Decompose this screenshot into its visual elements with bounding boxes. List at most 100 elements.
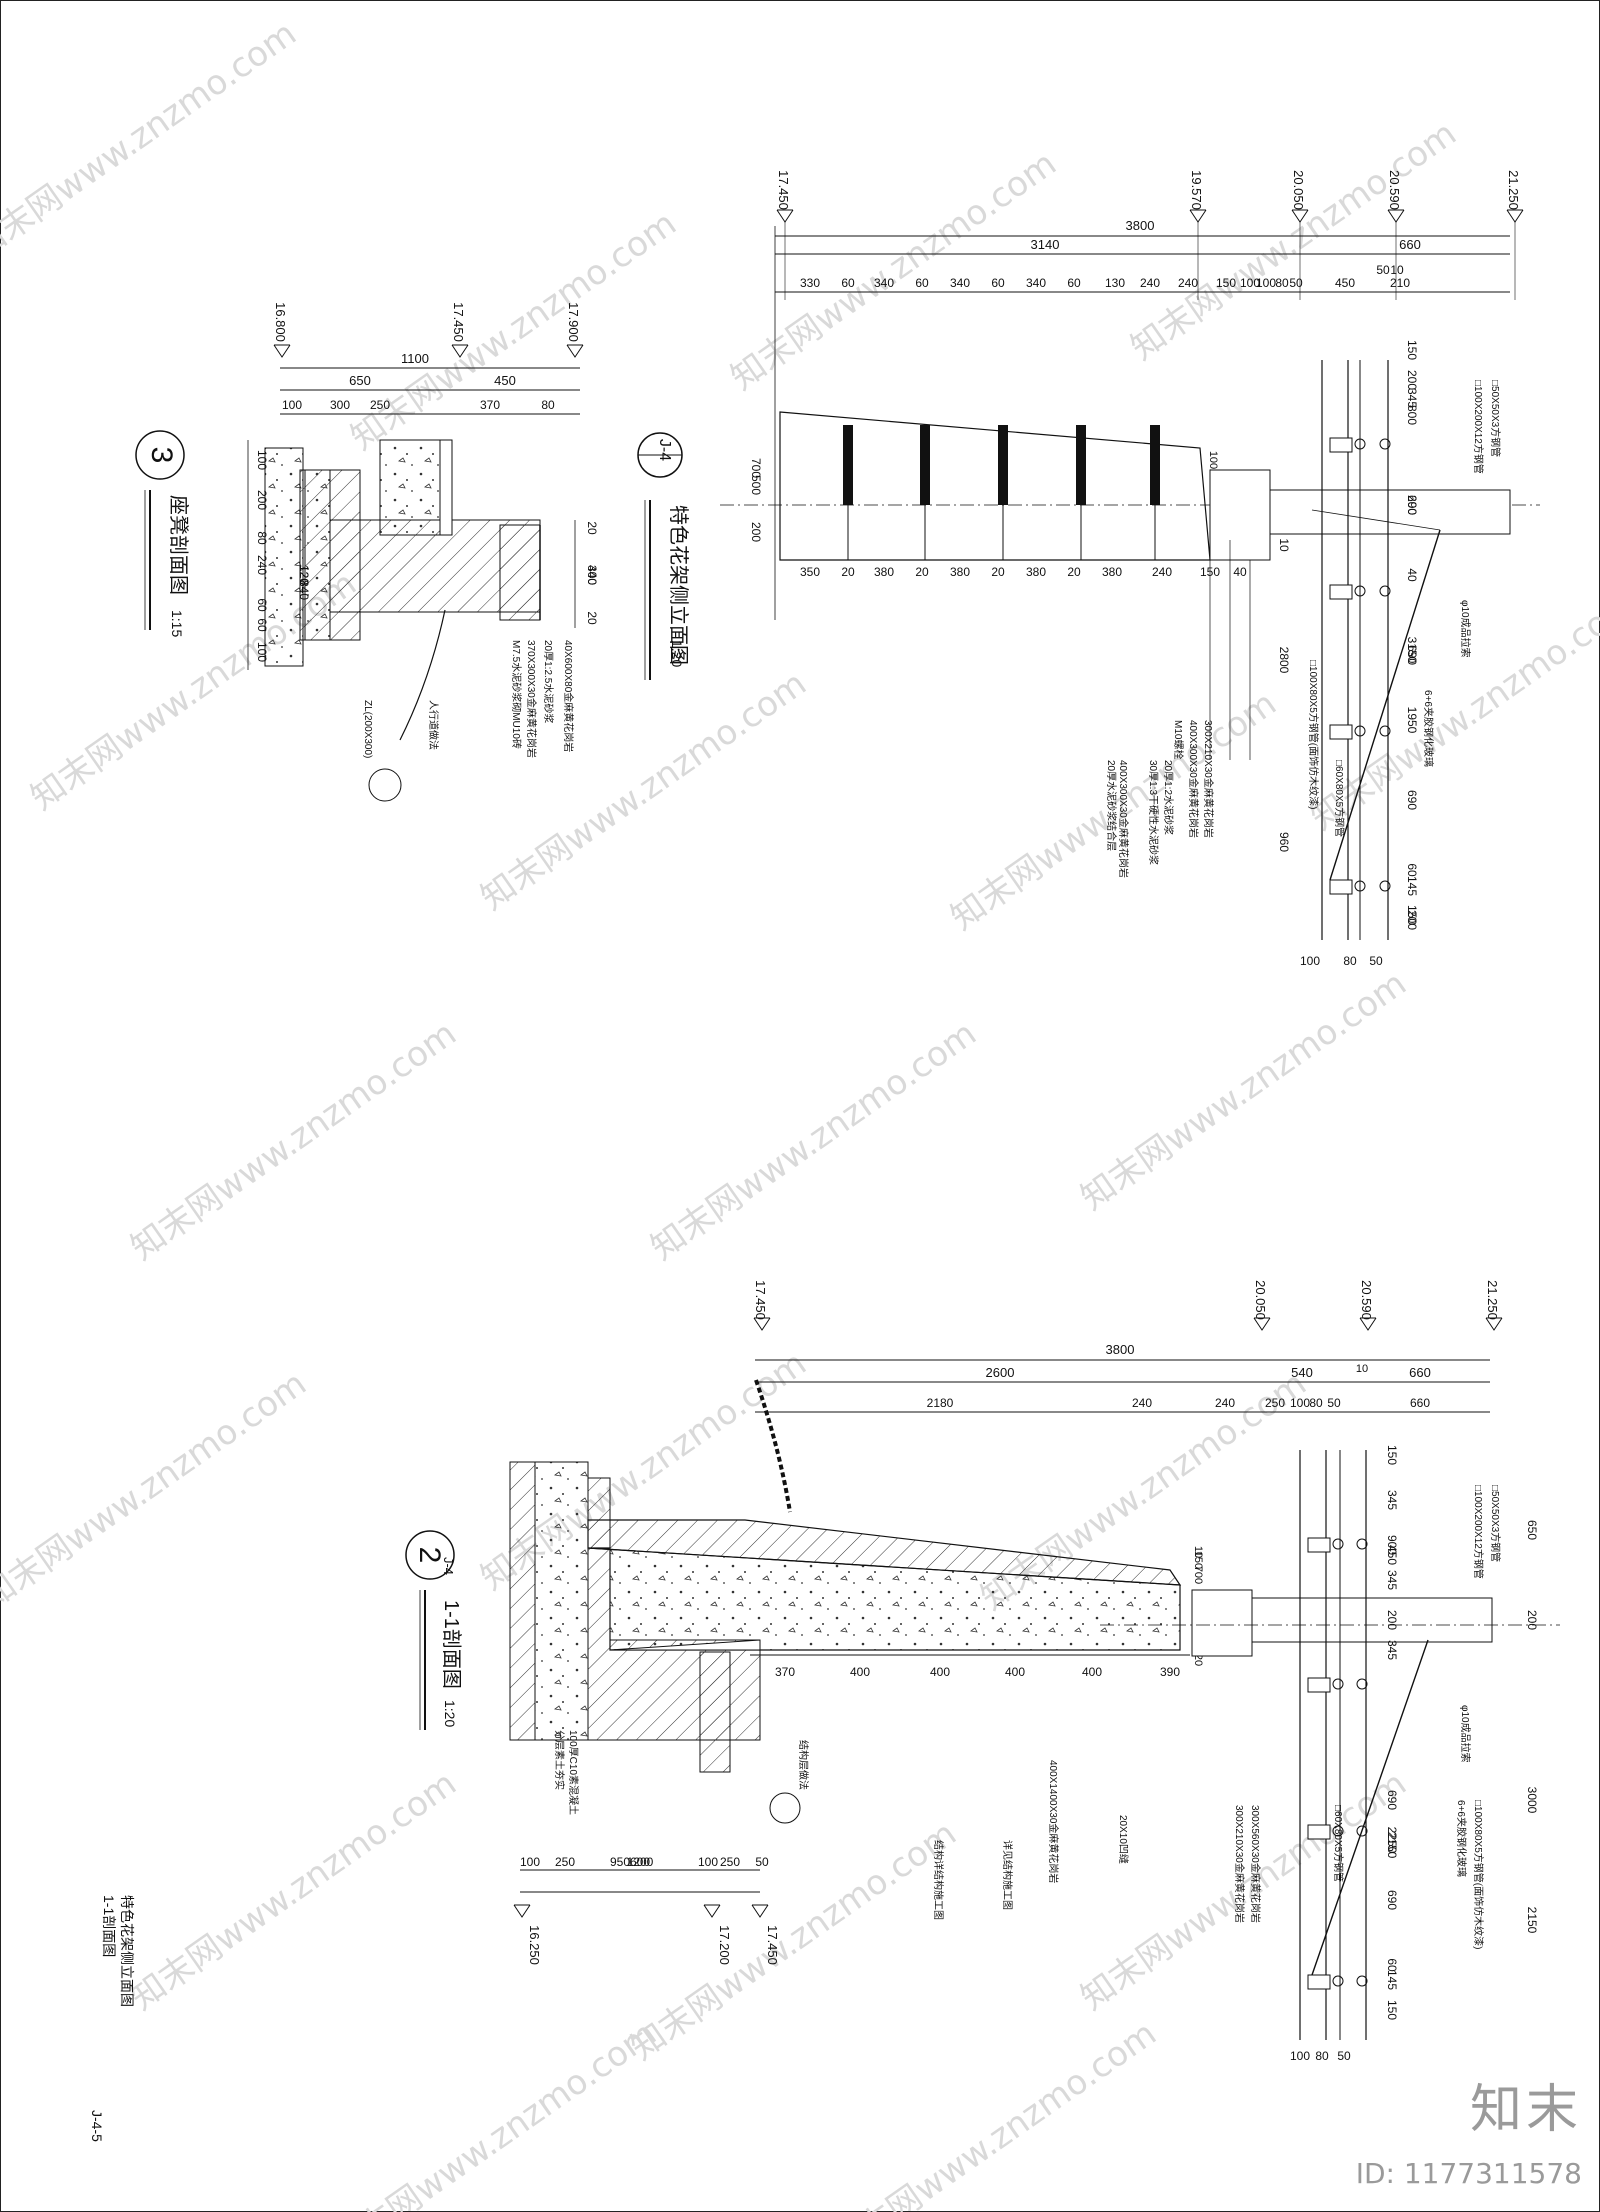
dim-value: 380 xyxy=(1102,565,1122,579)
dim-value: 450 xyxy=(1335,276,1355,290)
elevation-mark: 21.250 xyxy=(1506,170,1521,210)
dim-value: 400 xyxy=(1005,1665,1025,1679)
dim-value: 200 xyxy=(1405,370,1419,390)
dim-value: 240 xyxy=(1152,565,1172,579)
dim-value: 60 xyxy=(991,276,1005,290)
dim-value: 2250 xyxy=(1385,1827,1399,1854)
dim-value: 950 xyxy=(610,1855,630,1869)
note-label: M7.5水泥砂浆砌MU10砖 xyxy=(510,640,523,749)
steel-beam xyxy=(1251,1597,1493,1643)
detail-ref-circle xyxy=(769,1792,801,1824)
dim-value: 200 xyxy=(255,490,269,510)
dim-value: 330 xyxy=(800,276,820,290)
dim-value: 20 xyxy=(915,565,929,579)
note-label: 20X10凹缝 xyxy=(1117,1815,1130,1864)
dim-value: 10 xyxy=(1277,538,1291,552)
dim-value: 660 xyxy=(1399,237,1421,252)
view-number-circle xyxy=(405,1530,455,1580)
dim-value: 300 xyxy=(330,398,350,412)
dim-value: 40 xyxy=(1233,565,1247,579)
dim-value: 840 xyxy=(297,580,311,600)
dim-value: 20 xyxy=(585,611,599,625)
dim-value: 80 xyxy=(1315,2049,1329,2063)
dim-value: 150 xyxy=(1385,1445,1399,1465)
brand-id: ID: 1177311578 xyxy=(1355,2157,1582,2190)
dim-value: 60 xyxy=(1067,276,1081,290)
dim-value: 650 xyxy=(349,373,371,388)
dim-value: 200 xyxy=(1405,910,1419,930)
dim-value: 150 xyxy=(1405,905,1419,925)
dim-value: 1100 xyxy=(401,351,429,366)
elevation-mark: 21.250 xyxy=(1485,1280,1500,1320)
note-label: 400X1400X30金麻黄花岗岩 xyxy=(1047,1760,1060,1883)
wood-slat xyxy=(843,425,853,505)
dim-value: 150 xyxy=(1192,1551,1204,1569)
view-tag: J-4 xyxy=(656,439,673,461)
glass-clamp xyxy=(1307,1537,1331,1553)
glass-clamp xyxy=(1329,437,1353,453)
note-label: □100X200X12方钢管 xyxy=(1472,1485,1485,1579)
dim-value: 120 xyxy=(297,565,311,585)
dim-value: 60 xyxy=(915,276,929,290)
elevation-mark: 19.570 xyxy=(1189,170,1204,210)
dim-value: 1950 xyxy=(1405,707,1419,734)
dim-value: 380 xyxy=(1026,565,1046,579)
elevation-mark: 20.590 xyxy=(1359,1280,1374,1320)
dim-value: 200 xyxy=(1405,495,1419,515)
tension-cable xyxy=(1329,529,1441,881)
dim-value: 50 xyxy=(1337,2049,1351,2063)
dim-value: 50 xyxy=(1327,1396,1341,1410)
dim-value: 3800 xyxy=(1126,218,1155,233)
view-number-circle xyxy=(135,430,185,480)
dim-value: 100 xyxy=(255,642,269,662)
dim-value: 345 xyxy=(1385,1490,1399,1510)
dim-value: 80 xyxy=(1343,954,1357,968)
dim-value: 250 xyxy=(370,398,390,412)
glass-clamp xyxy=(1329,879,1353,895)
dim-value: 100 xyxy=(1207,451,1219,469)
note-label: □100X80X5方钢管(面饰仿木纹漆) xyxy=(1307,660,1320,809)
sheet-caption-2: 1-1剖面图 xyxy=(101,1895,117,1957)
dim-value: 100 xyxy=(255,450,269,470)
dim-value: 400 xyxy=(930,1665,950,1679)
dim-value: 200 xyxy=(1525,1610,1539,1630)
elevation-mark: 20.590 xyxy=(1387,170,1402,210)
view-title: 座凳剖面图 xyxy=(167,495,190,595)
elevation-mark: 17.450 xyxy=(776,170,791,210)
dim-value: 130 xyxy=(1105,276,1125,290)
dim-value: 240 xyxy=(1178,276,1198,290)
elevation-mark: 16.800 xyxy=(273,302,288,342)
elevation-mark: 17.450 xyxy=(765,1925,780,1965)
dim-value: 2800 xyxy=(1277,647,1291,674)
dim-value: 200 xyxy=(749,522,763,542)
elevation-mark: 17.200 xyxy=(717,1925,732,1965)
dim-value: 10 xyxy=(1356,1363,1368,1375)
dim-value: 2600 xyxy=(986,1365,1015,1380)
brand-logo: 知末 xyxy=(1469,2080,1582,2140)
note-label: 分层素土夯实 xyxy=(553,1730,566,1790)
note-label: 20厚1:2.5水泥砂浆 xyxy=(542,640,555,723)
dim-value: 340 xyxy=(950,276,970,290)
view-number: 2 xyxy=(413,1547,446,1564)
note-label: 300X210X30金麻黄花岗岩 xyxy=(1233,1805,1246,1923)
dim-value: 3000 xyxy=(1525,1787,1539,1814)
elevation-mark: 20.050 xyxy=(1253,1280,1268,1320)
dim-value: 700 xyxy=(749,458,763,478)
note-label: □50X50X3方钢管 xyxy=(1489,1485,1502,1562)
dim-value: 100 xyxy=(1240,276,1260,290)
dim-value: 345 xyxy=(1385,1640,1399,1660)
dim-value: 690 xyxy=(1385,1790,1399,1810)
dim-value: 1200 xyxy=(627,1855,654,1869)
dim-value: 3800 xyxy=(1106,1342,1135,1357)
dim-value: 345 xyxy=(1405,388,1419,408)
dim-value: 690 xyxy=(1405,495,1419,515)
note-label: 6+6夹胶钢化玻璃 xyxy=(1422,690,1435,767)
steel-beam xyxy=(1269,489,1511,535)
dim-value: 390 xyxy=(1160,1665,1180,1679)
dim-value: 690 xyxy=(1405,645,1419,665)
dim-value: 145 xyxy=(1405,876,1419,896)
dim-value: 700 xyxy=(1192,1566,1204,1584)
